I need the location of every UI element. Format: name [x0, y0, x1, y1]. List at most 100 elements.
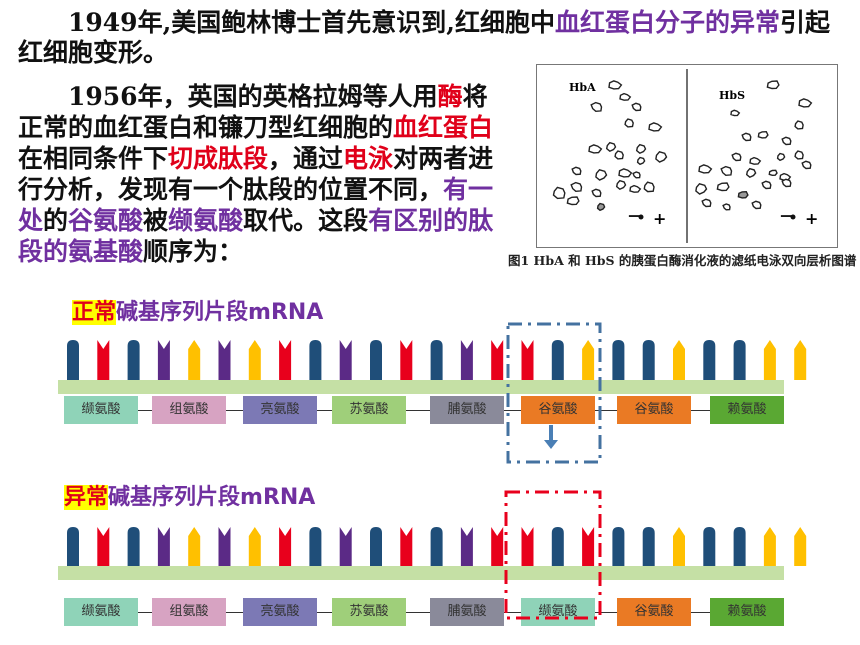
- minus-sign-right: －: [779, 207, 795, 226]
- hbs-spot: [731, 152, 742, 162]
- mutant-base-red: [279, 527, 292, 566]
- minus-sign-left: －: [627, 207, 643, 226]
- normal-base-yellow: [248, 340, 261, 380]
- chromatogram-svg: HbA HbS － + － +: [552, 69, 818, 243]
- hba-spot: [629, 184, 642, 193]
- normal-peptide-bond: [226, 410, 243, 411]
- normal-base-blue: [67, 340, 79, 380]
- hbs-spot: [745, 167, 757, 179]
- hbs-spot: [722, 203, 731, 211]
- normal-peptide-bond: [138, 410, 152, 411]
- plus-sign-right: +: [805, 209, 818, 228]
- normal-amino-acid-box: 组氨酸: [152, 396, 226, 424]
- mutant-amino-acid-box: 赖氨酸: [710, 598, 784, 626]
- mutant-base-blue: [703, 527, 716, 566]
- normal-bases-svg: [58, 340, 807, 394]
- hbs-spot: [761, 180, 772, 190]
- hbs-spot: [695, 183, 708, 195]
- normal-base-yellow: [673, 340, 685, 380]
- normal-base-yellow: [763, 340, 776, 380]
- normal-base-purple: [339, 340, 352, 380]
- hba-spot: [605, 141, 617, 153]
- hba-spot: [566, 196, 580, 206]
- mutant-peptide-bond: [138, 612, 152, 613]
- mutant-peptide-bond: [406, 612, 430, 613]
- hbs-spot: [741, 132, 752, 142]
- mutant-base-purple: [218, 527, 231, 566]
- normal-base-blue: [612, 340, 625, 380]
- hbs-spot: [801, 160, 812, 170]
- figure-caption: 图1 HbA 和 HbS 的胰蛋白酶消化液的滤纸电泳双向层析图谱: [508, 253, 857, 268]
- mutant-base-purple: [460, 527, 473, 566]
- hbs-spot: [776, 152, 786, 162]
- hba-spot: [648, 122, 663, 132]
- mutant-base-blue: [612, 527, 625, 566]
- normal-base-blue: [309, 340, 322, 380]
- normal-base-blue: [642, 340, 655, 380]
- mutant-title-rest: 碱基序列片段mRNA: [108, 485, 316, 510]
- normal-base-blue: [703, 340, 716, 380]
- text-segment: 被: [143, 206, 169, 235]
- mutant-base-yellow: [763, 527, 776, 566]
- hbs-spot: [737, 190, 749, 199]
- keyword-electrophoresis: 电泳: [343, 144, 394, 173]
- mutant-base-blue: [642, 527, 655, 566]
- hbs-spot: [781, 136, 792, 146]
- mutant-amino-acid-box: 组氨酸: [152, 598, 226, 626]
- hba-spot: [591, 188, 602, 198]
- mutant-amino-acid-box: 缬氨酸: [521, 598, 595, 626]
- normal-base-red: [491, 340, 504, 380]
- text-segment: 取代。这段: [243, 206, 369, 235]
- normal-peptide-bond: [317, 410, 332, 411]
- mutant-amino-acid-box: 缬氨酸: [64, 598, 138, 626]
- hba-spot: [636, 156, 646, 166]
- normal-base-purple: [157, 340, 170, 380]
- hba-spot: [632, 171, 641, 179]
- hba-spot: [595, 169, 608, 181]
- hba-spots: [552, 80, 668, 212]
- normal-amino-acid-box: 苏氨酸: [332, 396, 406, 424]
- mutant-base-blue: [370, 527, 382, 566]
- keyword-hemoglobin: 血红蛋白: [393, 113, 494, 142]
- mutant-peptide-bond: [595, 612, 617, 613]
- mutant-base-blue: [733, 527, 746, 566]
- hba-spot: [570, 181, 583, 193]
- mutant-base-purple: [339, 527, 352, 566]
- hba-spot: [615, 179, 627, 191]
- mutant-mrna-strand: [58, 566, 784, 580]
- keyword-glutamic: 谷氨酸: [68, 206, 144, 235]
- hba-spot: [552, 186, 566, 200]
- normal-base-blue: [127, 340, 140, 380]
- mutant-base-red: [521, 527, 534, 566]
- mutant-base-yellow: [673, 527, 685, 566]
- plus-sign-left: +: [653, 209, 666, 228]
- mutant-peptide-bond: [317, 612, 332, 613]
- normal-mrna-strand: [58, 380, 784, 394]
- text-segment: 在相同条件下: [18, 144, 169, 173]
- normal-peptide-bond: [595, 410, 617, 411]
- mutant-amino-acid-box: 脯氨酸: [430, 598, 504, 626]
- mutant-base-blue: [430, 527, 443, 566]
- hba-spot: [571, 166, 582, 176]
- hba-spot: [635, 143, 647, 155]
- mutant-bases-svg: [58, 527, 807, 580]
- keyword-valine: 缬氨酸: [168, 206, 244, 235]
- hba-spot: [596, 202, 606, 212]
- normal-base-red: [279, 340, 292, 380]
- hba-spot: [608, 80, 623, 90]
- hbs-spot: [794, 120, 804, 130]
- mutant-base-blue: [551, 527, 564, 566]
- hba-spot: [643, 181, 655, 193]
- normal-base-red: [400, 340, 413, 380]
- mutant-base-red: [491, 527, 504, 566]
- normal-base-blue: [733, 340, 746, 380]
- hbs-spot: [751, 200, 762, 210]
- hbs-spot: [701, 198, 712, 208]
- mutant-base-blue: [127, 527, 140, 566]
- mutant-label: 异常: [64, 485, 109, 510]
- normal-amino-acid-box: 缬氨酸: [64, 396, 138, 424]
- normal-base-blue: [430, 340, 443, 380]
- intro-text-end: 引起红细胞变形。: [18, 8, 831, 67]
- mutant-peptide-bond: [226, 612, 243, 613]
- text-segment: 顺序为：: [143, 237, 244, 266]
